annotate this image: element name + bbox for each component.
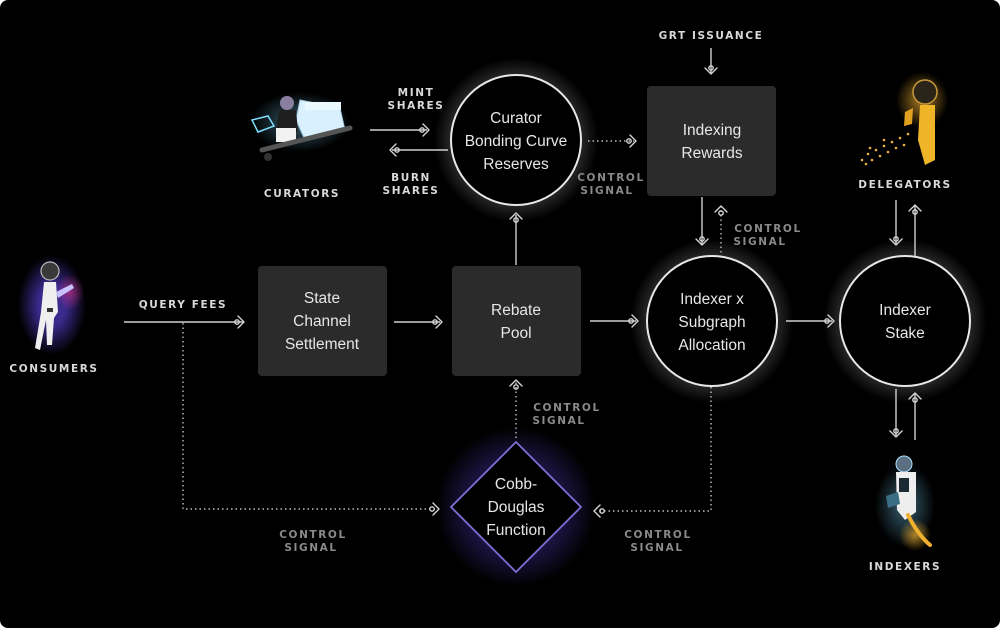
control-signal-label-5a: CONTROL [624, 529, 691, 541]
svg-text:Subgraph: Subgraph [678, 314, 745, 331]
consumer-astronaut-icon [18, 255, 86, 355]
edge-query-fees [124, 315, 245, 329]
node-indexing-rewards: Indexing Rewards [647, 86, 776, 196]
svg-text:Rewards: Rewards [681, 145, 742, 162]
node-rebate-pool: Rebate Pool [452, 266, 581, 376]
svg-text:Indexer x: Indexer x [680, 291, 744, 308]
edge-rebate-pool-to-allocation [590, 314, 639, 328]
edge-indexing-rewards-to-allocation [695, 197, 709, 246]
svg-text:Pool: Pool [500, 325, 531, 342]
edge-allocation-control-to-cobb-douglas [593, 387, 712, 518]
burn-shares-label-line2: SHARES [383, 185, 440, 197]
edge-mint-shares [370, 123, 430, 137]
indexer-astronaut-icon [875, 455, 935, 551]
svg-text:Indexing: Indexing [683, 122, 742, 139]
svg-text:Indexer: Indexer [879, 302, 931, 319]
control-signal-label-3b: SIGNAL [532, 415, 585, 427]
control-signal-label-3a: CONTROL [533, 402, 600, 414]
curators-label: CURATORS [264, 188, 340, 200]
edge-curator-reserves-to-indexing-rewards [588, 134, 637, 148]
edge-query-fees-control-to-cobb-douglas [182, 323, 440, 516]
control-signal-label-2b: SIGNAL [733, 236, 786, 248]
edge-rebate-pool-to-curator-reserves [509, 212, 523, 265]
curator-cart-icon [250, 92, 353, 161]
mint-shares-label-line1: MINT [398, 87, 435, 99]
node-cobb-douglas-function: Cobb- Douglas Function [449, 440, 583, 574]
edge-burn-shares [389, 143, 448, 157]
svg-text:State: State [304, 290, 340, 307]
node-state-channel-settlement: State Channel Settlement [258, 266, 387, 376]
svg-text:Bonding Curve: Bonding Curve [465, 133, 568, 150]
burn-shares-label-line1: BURN [391, 172, 431, 184]
svg-text:Rebate: Rebate [491, 302, 541, 319]
edge-indexers-to-indexer-stake [908, 392, 922, 440]
delegator-astronaut-icon [860, 72, 948, 166]
edge-grt-issuance [704, 48, 718, 75]
svg-text:Curator: Curator [490, 110, 542, 127]
node-curator-bonding-curve-reserves: Curator Bonding Curve Reserves [450, 74, 582, 206]
edge-allocation-to-indexer-stake [786, 314, 835, 328]
svg-text:Function: Function [486, 522, 545, 539]
control-signal-label-1b: SIGNAL [580, 185, 633, 197]
svg-text:Cobb-: Cobb- [495, 476, 537, 493]
edge-indexer-stake-to-indexers [889, 389, 903, 438]
control-signal-label-4a: CONTROL [279, 529, 346, 541]
svg-text:Stake: Stake [885, 325, 925, 342]
edge-allocation-control-to-indexing-rewards [714, 205, 728, 257]
control-signal-label-1a: CONTROL [577, 172, 644, 184]
edge-cobb-douglas-to-rebate-pool [509, 379, 523, 438]
edge-delegators-to-indexer-stake [889, 200, 903, 246]
svg-text:Allocation: Allocation [678, 337, 745, 354]
control-signal-label-4b: SIGNAL [284, 542, 337, 554]
edge-indexer-stake-to-delegators [908, 204, 922, 256]
svg-text:Channel: Channel [293, 313, 351, 330]
delegators-label: DELEGATORS [858, 179, 951, 191]
indexers-label: INDEXERS [869, 561, 941, 573]
edge-state-channel-to-rebate-pool [394, 315, 443, 329]
control-signal-label-5b: SIGNAL [630, 542, 683, 554]
grt-issuance-label: GRT ISSUANCE [659, 30, 764, 42]
svg-text:Reserves: Reserves [483, 156, 549, 173]
consumers-label: CONSUMERS [9, 363, 98, 375]
mint-shares-label-line2: SHARES [388, 100, 445, 112]
node-indexer-subgraph-allocation: Indexer x Subgraph Allocation [646, 255, 778, 387]
node-indexer-stake: Indexer Stake [839, 255, 971, 387]
svg-text:Douglas: Douglas [488, 499, 545, 516]
control-signal-label-2a: CONTROL [734, 223, 801, 235]
query-fees-label: QUERY FEES [139, 299, 227, 311]
svg-text:Settlement: Settlement [285, 336, 360, 353]
